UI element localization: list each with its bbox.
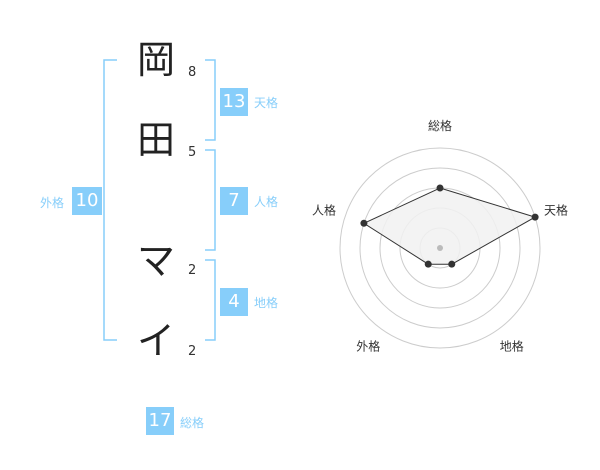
tenkaku-bracket xyxy=(205,59,216,141)
radar-ring-5 xyxy=(339,147,541,349)
radar-point-1 xyxy=(436,184,444,192)
radar-point-5 xyxy=(360,219,368,227)
radar-point-4 xyxy=(424,260,432,268)
stroke-count-2: 5 xyxy=(188,145,197,160)
radar-axis-label-2: 天格 xyxy=(544,202,568,217)
radar-point-3 xyxy=(448,260,456,268)
radar-ring-4 xyxy=(359,167,521,329)
jinkaku-value: 7 xyxy=(220,187,248,215)
name-char-1: 岡 xyxy=(136,38,175,82)
radar-axis-label-5: 人格 xyxy=(312,202,336,217)
soukaku-label: 総格 xyxy=(180,416,205,430)
tenkaku-value: 13 xyxy=(220,88,248,116)
radar-axis-label-1: 総格 xyxy=(428,118,452,133)
gaikaku-label: 外格 xyxy=(40,196,65,210)
radar-axis-label-3: 地格 xyxy=(500,339,524,354)
radar-point-2 xyxy=(531,213,539,221)
chikaku-bracket xyxy=(205,259,216,341)
tenkaku-label: 天格 xyxy=(254,96,279,110)
jinkaku-bracket xyxy=(205,149,216,251)
stroke-count-3: 2 xyxy=(188,263,197,278)
soukaku-value: 17 xyxy=(146,407,174,435)
name-char-4: イ xyxy=(136,319,175,363)
gaikaku-bracket xyxy=(103,59,117,341)
chikaku-label: 地格 xyxy=(254,296,279,310)
jinkaku-label: 人格 xyxy=(254,195,279,209)
name-char-2: 田 xyxy=(136,118,175,162)
radar-polygon xyxy=(362,187,537,265)
chikaku-value: 4 xyxy=(220,288,248,316)
stroke-count-4: 2 xyxy=(188,344,197,359)
stroke-count-1: 8 xyxy=(188,65,197,80)
radar-center-dot xyxy=(437,245,443,251)
radar-axis-label-4: 外格 xyxy=(356,339,380,354)
gaikaku-value: 10 xyxy=(72,187,102,215)
name-char-3: マ xyxy=(136,239,175,283)
